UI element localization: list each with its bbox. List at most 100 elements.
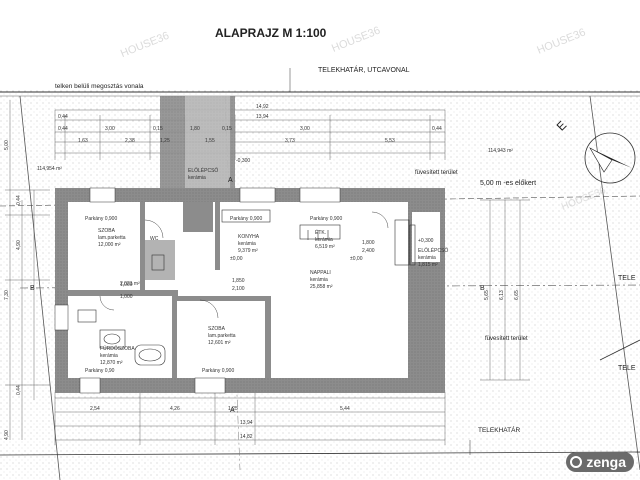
section-marker-a-bottom: A	[230, 407, 235, 414]
svg-text:2,54: 2,54	[90, 406, 100, 412]
svg-text:13,94: 13,94	[256, 114, 269, 120]
svg-text:kerámia: kerámia	[315, 237, 333, 243]
svg-text:9,379 m²: 9,379 m²	[238, 248, 258, 254]
bottom-plot-line	[0, 451, 640, 456]
room-szoba-1: SZOBA lam.parketta 12,000 m² Parkány 0,9…	[85, 216, 126, 248]
svg-text:1,000: 1,000	[120, 294, 133, 300]
fixtures	[77, 209, 416, 366]
svg-text:0,44: 0,44	[16, 385, 22, 395]
room-elolepcso-right: ELŐLÉPCSŐ kerámia 1,815 m²	[418, 247, 448, 268]
svg-text:+0,300: +0,300	[418, 238, 434, 244]
svg-text:0,44: 0,44	[58, 126, 68, 132]
svg-text:1,80: 1,80	[190, 126, 200, 132]
svg-text:2,400: 2,400	[362, 248, 375, 254]
svg-text:5,65: 5,65	[484, 290, 490, 300]
svg-text:6,13: 6,13	[499, 290, 505, 300]
svg-text:0,44: 0,44	[432, 126, 442, 132]
svg-text:25,858 m²: 25,858 m²	[310, 284, 333, 290]
drawing-title: ALAPRAJZ M 1:100	[215, 26, 327, 40]
setback-label: 5,00 m -es előkert	[480, 180, 536, 187]
room-konyha: KONYHA kerámia 9,379 m² Parkány 0,900	[230, 216, 262, 254]
room-furdoszoba: FÜRDŐSZOBA kerámia 12,870 m² Parkány 0,9…	[85, 345, 135, 374]
right-dimension-values: 5,65 6,13 6,65	[484, 290, 520, 300]
svg-text:12,870 m²: 12,870 m²	[100, 360, 123, 366]
svg-text:2,100: 2,100	[232, 286, 245, 292]
svg-text:lam.parketta: lam.parketta	[98, 235, 126, 241]
svg-text:lam.parketta: lam.parketta	[208, 333, 236, 339]
section-marker-b-left: B	[30, 285, 35, 292]
area-label-top: 114,954 m²	[37, 166, 62, 172]
internal-division-label: telken belüli megosztás vonala	[55, 83, 144, 90]
svg-text:1,800: 1,800	[362, 240, 375, 246]
svg-text:0,15: 0,15	[222, 126, 232, 132]
svg-text:KONYHA: KONYHA	[238, 234, 260, 240]
svg-text:kerámia: kerámia	[188, 175, 206, 181]
svg-text:5,44: 5,44	[340, 406, 350, 412]
svg-text:4,90: 4,90	[16, 240, 22, 250]
svg-text:1,25: 1,25	[160, 138, 170, 144]
svg-text:-0,300: -0,300	[236, 158, 250, 164]
svg-text:3,00: 3,00	[300, 126, 310, 132]
svg-text:ELŐLÉPCSŐ: ELŐLÉPCSŐ	[188, 167, 218, 174]
brand-badge: zenga	[566, 452, 634, 472]
svg-text:SZOBA: SZOBA	[208, 326, 226, 332]
svg-text:1,63: 1,63	[78, 138, 88, 144]
svg-text:1,815 m²: 1,815 m²	[418, 262, 438, 268]
bottom-dimensions	[54, 392, 446, 445]
svg-text:ÉTK.: ÉTK.	[315, 229, 326, 236]
svg-text:±0,00: ±0,00	[350, 256, 363, 262]
svg-text:0,15: 0,15	[153, 126, 163, 132]
bottom-dimension-values: 2,54 4,26 1,25 5,44 13,94 14,82	[90, 406, 350, 440]
svg-text:14,92: 14,92	[256, 104, 269, 110]
inner-dimension-values: 1,800 2,400 1,850 2,100 1,000 1,000 +0,3…	[120, 158, 434, 300]
right-boundary-label-1: TELE	[618, 275, 636, 282]
section-marker-b-right: B	[480, 285, 485, 292]
svg-text:12,601 m²: 12,601 m²	[208, 340, 231, 346]
partition-walls	[68, 202, 271, 378]
svg-text:0,44: 0,44	[58, 114, 68, 120]
svg-text:3,73: 3,73	[285, 138, 295, 144]
svg-text:kerámia: kerámia	[310, 277, 328, 283]
left-dimension-values: 5,00 0,44 4,90 7,30 0,44 4,90	[4, 140, 22, 440]
room-wc: WC 2,021 m²	[120, 236, 159, 287]
svg-text:4,26: 4,26	[170, 406, 180, 412]
door-swings	[99, 211, 389, 319]
right-boundary-label-2: TELE	[618, 365, 636, 372]
svg-text:1,25: 1,25	[228, 406, 238, 412]
svg-text:SZOBA: SZOBA	[98, 228, 116, 234]
street-boundary-label: TELEKHATÁR, UTCAVONAL	[318, 65, 410, 74]
svg-text:ELŐLÉPCSŐ: ELŐLÉPCSŐ	[418, 247, 448, 254]
svg-text:6,519 m²: 6,519 m²	[315, 244, 335, 250]
lawn-label-top: füvesített terület	[415, 170, 458, 176]
svg-text:Parkány 0,900: Parkány 0,900	[310, 216, 342, 222]
svg-text:Parkány 0,900: Parkány 0,900	[230, 216, 262, 222]
room-etk: ÉTK. kerámia 6,519 m² Parkány 0,900	[310, 216, 342, 250]
svg-text:5,00: 5,00	[4, 140, 10, 150]
svg-text:WC: WC	[150, 236, 159, 242]
svg-text:6,65: 6,65	[514, 290, 520, 300]
svg-text:±0,00: ±0,00	[230, 256, 243, 262]
svg-text:4,90: 4,90	[4, 430, 10, 440]
brand-name: zenga	[586, 454, 626, 470]
svg-text:Parkány 0,900: Parkány 0,900	[202, 368, 234, 374]
svg-text:13,94: 13,94	[240, 420, 253, 426]
bottom-boundary-label: TELEKHATÁR	[478, 425, 520, 434]
svg-text:2,021 m²: 2,021 m²	[120, 281, 140, 287]
brand-logo-icon	[570, 456, 583, 468]
svg-text:Parkány 0,900: Parkány 0,900	[85, 216, 117, 222]
area-label-top-right: 114,943 m²	[488, 148, 513, 154]
svg-text:7,30: 7,30	[4, 290, 10, 300]
svg-text:Parkány 0,90: Parkány 0,90	[85, 368, 115, 374]
right-dimensions	[480, 199, 530, 381]
svg-text:2,38: 2,38	[125, 138, 135, 144]
svg-text:1,000: 1,000	[120, 282, 133, 288]
lawn-label-bottom: füvesített terület	[485, 336, 528, 342]
svg-text:1,850: 1,850	[232, 278, 245, 284]
svg-text:kerámia: kerámia	[418, 255, 436, 261]
svg-text:14,82: 14,82	[240, 434, 253, 440]
svg-text:NAPPALI: NAPPALI	[310, 270, 331, 276]
windows	[54, 187, 341, 394]
room-elolepcso-top: ELŐLÉPCSŐ kerámia	[188, 167, 218, 181]
